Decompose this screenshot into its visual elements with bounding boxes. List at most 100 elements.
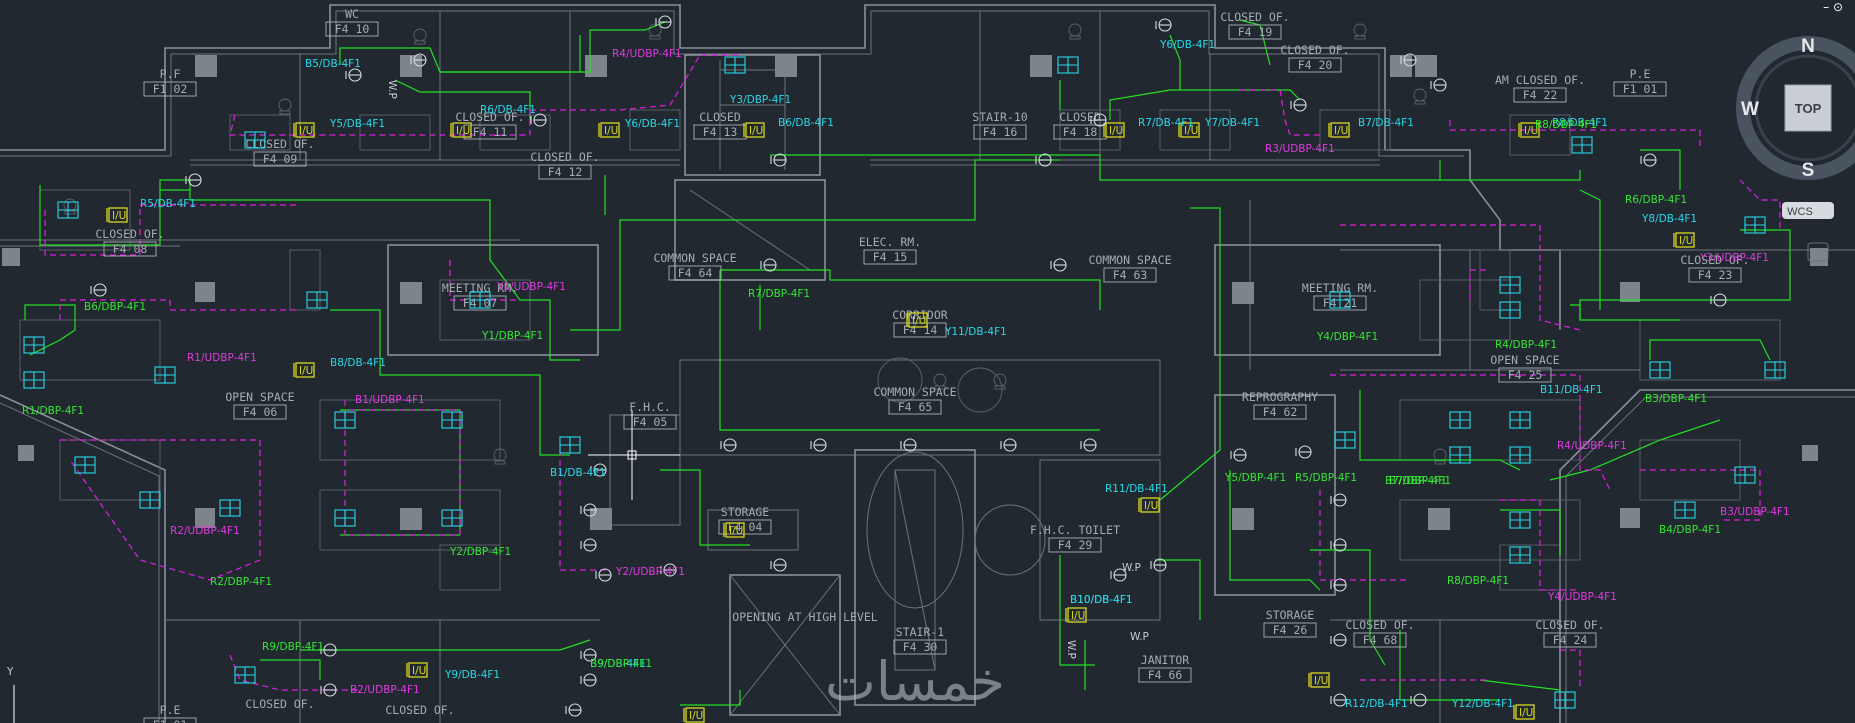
wall-outlet-icon — [760, 258, 777, 272]
room-name: MEETING RM. — [1302, 281, 1378, 295]
circuit-label: R1/DBP-4F1 — [22, 405, 84, 417]
magenta-circuits — [44, 54, 1781, 691]
floor-box-icon — [1554, 691, 1576, 709]
room-number-box — [1253, 404, 1307, 420]
room-number: F4 08 — [113, 242, 148, 256]
room-number: F1 01 — [1623, 82, 1658, 96]
circuit-label: Y5/DB-4F1 — [329, 118, 385, 130]
floor-box-icon — [154, 366, 176, 384]
outlet-label: I/U — [1519, 707, 1533, 719]
circuit-label: B6/DBP-4F1 — [84, 301, 146, 313]
room-number: F4 16 — [983, 125, 1018, 139]
room-name: CLOSED OF. — [245, 137, 314, 151]
outlet-label: I/U — [412, 665, 426, 677]
outlet-label: I/U — [1314, 675, 1328, 687]
circuit-label: B5/DB-4F1 — [305, 58, 361, 70]
building-walls — [0, 4, 1855, 723]
wcs-menu[interactable] — [1782, 202, 1834, 219]
circuit-label: R2/DBP-4F1 — [210, 576, 272, 588]
room-number-box — [1688, 267, 1742, 283]
wall-outlet-icon — [90, 283, 107, 297]
circuit-label: R2/UDBP-4F1 — [170, 525, 240, 537]
circuit-label: B7/DBP-4F1 — [1385, 475, 1447, 487]
furniture — [19, 23, 1781, 591]
room-tag-fhc: F.H.C.F4 05 — [623, 400, 677, 430]
room-tag-c20: CLOSED OF.F4 20 — [1280, 43, 1350, 73]
compass-west[interactable]: W — [1741, 99, 1759, 120]
room-tag-opening: OPENING AT HIGH LEVEL — [732, 610, 877, 624]
room-number: F4 29 — [1058, 538, 1093, 552]
room-number: F4 25 — [1508, 368, 1543, 382]
room-name: MEETING RM. — [442, 281, 518, 295]
room-number-box — [1263, 622, 1317, 638]
viewcube[interactable]: TOP N S W WCS — [1736, 36, 1855, 262]
room-name: F.H.C. TOILET — [1030, 523, 1120, 537]
circuit-label: B6/DB-4F1 — [778, 117, 834, 129]
floor-box-icon — [139, 491, 161, 509]
room-number-box — [253, 151, 307, 167]
circuit-label: R4/DBP-4F1 — [1495, 339, 1557, 351]
wall-outlet-icon — [1155, 18, 1172, 32]
outlet-label: I/U — [749, 125, 763, 137]
wall-outlet-icon — [810, 438, 827, 452]
window-controls[interactable]: – ⊙ — [1823, 0, 1843, 14]
viewcube-face[interactable] — [1784, 84, 1832, 132]
circuit-labels-cyan: B5/DB-4F1Y5/DB-4F1R6/DB-4F1Y6/DB-4F1B6/D… — [140, 39, 1697, 710]
room-number-box — [1543, 632, 1597, 648]
circuit-label: B1/DB-4F1 — [550, 467, 606, 479]
outlet-label: I/U — [1334, 125, 1348, 137]
compass-north[interactable]: N — [1801, 36, 1815, 57]
wall-outlet-icon — [1430, 78, 1447, 92]
circuit-label: Y1/DBP-4F1 — [481, 330, 543, 342]
circuit-label: B10/DB-4F1 — [1070, 594, 1133, 606]
room-number-box — [1288, 57, 1342, 73]
wall-outlet-icon — [1000, 438, 1017, 452]
room-tag-stair1: STAIR-1F4 30 — [893, 625, 947, 655]
outlet-label: I/U — [299, 125, 313, 137]
room-name: F.H.C. — [629, 400, 671, 414]
wall-outlet-icon — [595, 568, 612, 582]
room-name: P.F — [160, 67, 181, 81]
compass-south[interactable]: S — [1802, 160, 1815, 181]
floor-box-icon — [1499, 276, 1521, 294]
circuit-label: Y3/UDBP-4F1 — [1699, 252, 1769, 264]
circuit-labels-green: R8/DBP-4F1R6/DBP-4F1R7/DBP-4F1Y1/DBP-4F1… — [22, 119, 1721, 670]
outlet-label: I/U — [456, 125, 470, 137]
room-name: CLOSED OF. — [385, 703, 454, 717]
room-tag-c19: CLOSED OF.F4 19 — [1220, 10, 1290, 40]
outlet-label: I/U — [299, 365, 313, 377]
circuit-label: Y4/DBP-4F1 — [1316, 331, 1378, 343]
wp-markers: W.P W.P W.P W.P — [386, 80, 1149, 659]
viewcube-home-icon[interactable] — [1807, 242, 1829, 262]
outlet-label: I/U — [1524, 125, 1538, 137]
wall-outlet-icon — [345, 68, 362, 82]
floor-box-icon — [1649, 361, 1671, 379]
circuit-label: Y8/DB-4F1 — [1641, 213, 1697, 225]
room-number-box — [1613, 81, 1667, 97]
room-number: F4 26 — [1273, 623, 1308, 637]
wp-label: W.P — [1130, 631, 1149, 643]
circuit-label: R12/DB-4F1 — [1345, 698, 1408, 710]
room-tag-pf1: P.FF1 02 — [143, 67, 197, 97]
room-number: F1 02 — [153, 82, 188, 96]
room-name: CLOSED OF. — [95, 227, 164, 241]
room-name: OPEN SPACE — [225, 390, 294, 404]
room-name: AM CLOSED OF. — [1495, 73, 1585, 87]
wall-outlet-icon — [1080, 438, 1097, 452]
circuit-labels-magenta: R4/UDBP-4F1R3/UDBP-4F1Y1/UDBP-4F1R1/UDBP… — [170, 48, 1790, 696]
room-name: JANITOR — [1141, 653, 1190, 667]
circuit-label: Y3/DBP-4F1 — [729, 94, 791, 106]
room-name: STORAGE — [721, 505, 770, 519]
floor-box-icon — [23, 336, 45, 354]
floor-box-icon — [23, 371, 45, 389]
room-number: F4 22 — [1523, 88, 1558, 102]
room-number: F4 12 — [548, 165, 583, 179]
wall-outlet-icon — [770, 558, 787, 572]
room-name: OPEN SPACE — [1490, 353, 1559, 367]
room-number: F4 30 — [903, 640, 938, 654]
circuit-label: R8/DBP-4F1 — [1535, 119, 1597, 131]
